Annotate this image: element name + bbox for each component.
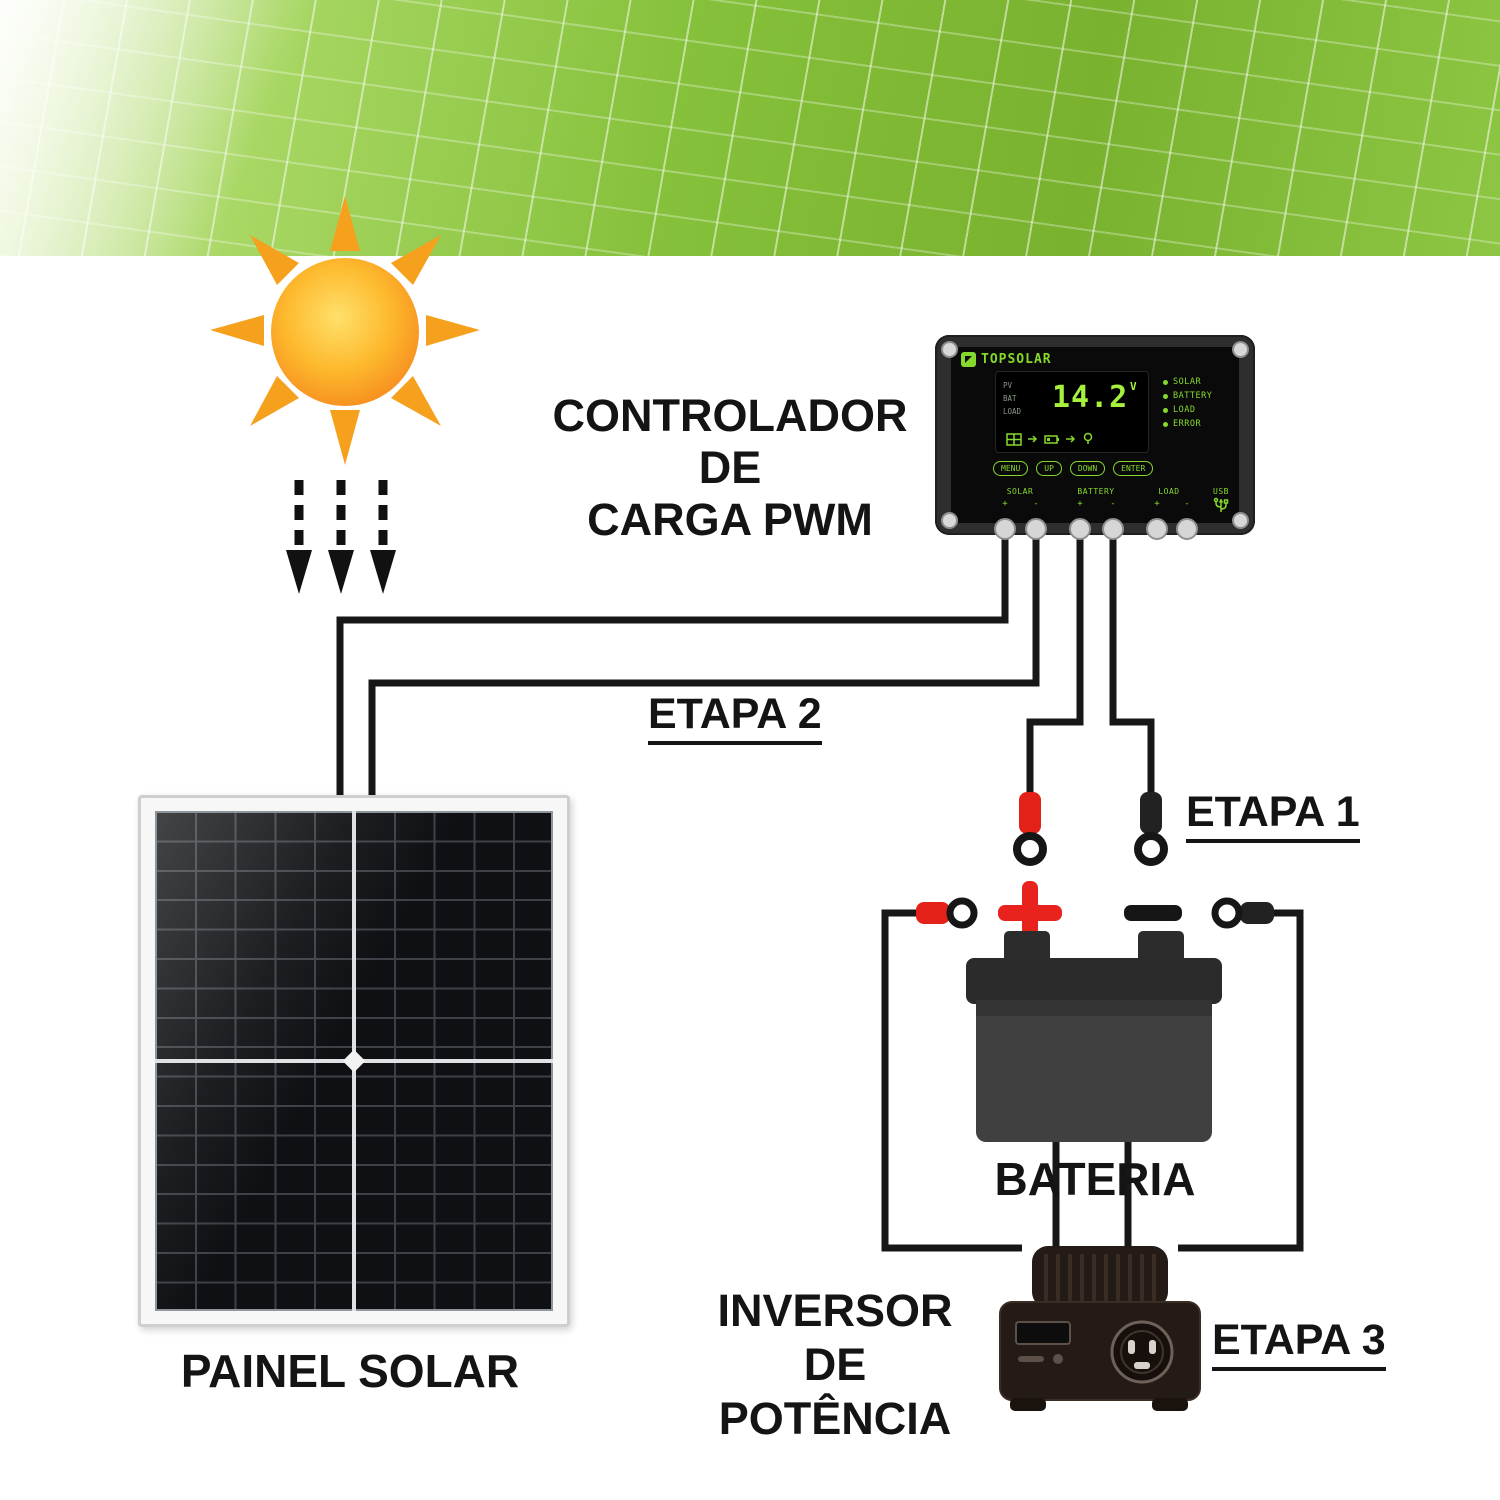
polarity-minus: - — [1110, 499, 1116, 509]
wire-battery-negative — [1109, 520, 1155, 794]
wire-battery-positive — [1026, 520, 1084, 794]
polarity-plus: + — [1002, 499, 1008, 509]
arrow-right-icon — [1066, 435, 1076, 443]
status-indicator-list: SOLAR BATTERY LOAD ERROR — [1163, 375, 1212, 431]
panel-icon — [1006, 432, 1022, 446]
wire-solar-positive — [336, 520, 1009, 806]
solar-banner-image — [0, 0, 1500, 256]
battery-side-terminal-left — [916, 897, 978, 929]
led-icon — [1163, 379, 1168, 385]
step3-label: ETAPA 3 — [1212, 1316, 1386, 1371]
screw-icon — [941, 341, 958, 358]
plus-symbol — [998, 881, 1062, 945]
controller-front-panel: TOPSOLAR PV BAT LOAD 14.2 V — [951, 347, 1239, 523]
load-pin-icon — [1083, 432, 1093, 444]
inverter-fins — [1044, 1254, 1156, 1304]
charge-controller-device: TOPSOLAR PV BAT LOAD 14.2 V — [935, 335, 1255, 535]
charge-flow-icons — [1006, 432, 1094, 446]
inverter-caption-line1: INVERSOR DE — [717, 1285, 953, 1390]
screen-label-bat: BAT — [1003, 394, 1017, 403]
outlet-icon — [1110, 1320, 1174, 1384]
brand-logo: TOPSOLAR — [961, 352, 1052, 367]
battery-image — [966, 931, 1222, 1142]
status-row: ERROR — [1163, 417, 1212, 431]
up-button: UP — [1036, 461, 1062, 476]
sunlight-arrows-icon — [286, 480, 396, 594]
inverter-image — [999, 1246, 1201, 1411]
status-label: SOLAR — [1173, 377, 1202, 387]
status-row: BATTERY — [1163, 389, 1212, 403]
ring-terminal-red — [1013, 792, 1047, 866]
terminal-label-load: LOAD — [1158, 487, 1180, 496]
polarity-minus: - — [1033, 499, 1039, 509]
screen-mode-labels: PV BAT LOAD — [1003, 379, 1021, 418]
usb-icon — [1213, 497, 1229, 512]
screen-label-pv: PV — [1003, 381, 1013, 390]
battery-caption: BATERIA — [994, 1153, 1196, 1205]
controller-caption: CONTROLADOR DE CARGA PWM — [520, 390, 940, 545]
controller-lcd-screen: PV BAT LOAD 14.2 V — [995, 371, 1149, 453]
brand-name: TOPSOLAR — [981, 352, 1052, 367]
screw-icon — [1232, 341, 1249, 358]
polarity-minus: - — [1184, 499, 1190, 509]
panel-caption: PAINEL SOLAR — [180, 1345, 520, 1397]
controller-caption-line1: CONTROLADOR DE — [552, 390, 908, 493]
arrow-right-icon — [1028, 435, 1038, 443]
minus-symbol — [1124, 905, 1182, 921]
status-label: ERROR — [1173, 419, 1202, 429]
led-icon — [1163, 421, 1168, 427]
status-row: LOAD — [1163, 403, 1212, 417]
screen-label-load: LOAD — [1003, 407, 1022, 416]
menu-button: MENU — [993, 461, 1029, 476]
display-voltage-unit: V — [1130, 380, 1137, 393]
solar-panel-image — [138, 795, 570, 1327]
screw-icon — [941, 512, 958, 529]
led-icon — [1163, 393, 1168, 399]
terminal-label-solar: SOLAR — [1006, 487, 1034, 496]
ring-terminal-black — [1134, 792, 1168, 866]
display-voltage-value: 14.2 — [1052, 380, 1129, 415]
controller-button-row: MENU UP DOWN ENTER — [993, 461, 1154, 476]
battery-icon — [1044, 435, 1059, 444]
enter-button: ENTER — [1113, 461, 1154, 476]
polarity-plus: + — [1154, 499, 1160, 509]
status-label: LOAD — [1173, 405, 1196, 415]
inverter-caption-line2: POTÊNCIA — [718, 1393, 952, 1444]
topsolar-logo-icon — [961, 352, 976, 367]
led-icon — [1163, 407, 1168, 413]
screw-icon — [1232, 512, 1249, 529]
down-button: DOWN — [1069, 461, 1106, 476]
inverter-caption: INVERSOR DE POTÊNCIA — [695, 1284, 975, 1446]
controller-caption-line2: CARGA PWM — [587, 493, 873, 545]
battery-side-terminal-right — [1211, 897, 1274, 929]
wire-solar-negative — [368, 520, 1040, 806]
inverter-display — [1015, 1321, 1071, 1345]
step2-label: ETAPA 2 — [648, 690, 822, 745]
step1-label: ETAPA 1 — [1186, 788, 1360, 843]
terminal-label-battery: BATTERY — [1077, 487, 1115, 496]
status-row: SOLAR — [1163, 375, 1212, 389]
polarity-plus: + — [1077, 499, 1083, 509]
terminal-label-usb: USB — [1213, 487, 1229, 496]
status-label: BATTERY — [1173, 391, 1213, 401]
